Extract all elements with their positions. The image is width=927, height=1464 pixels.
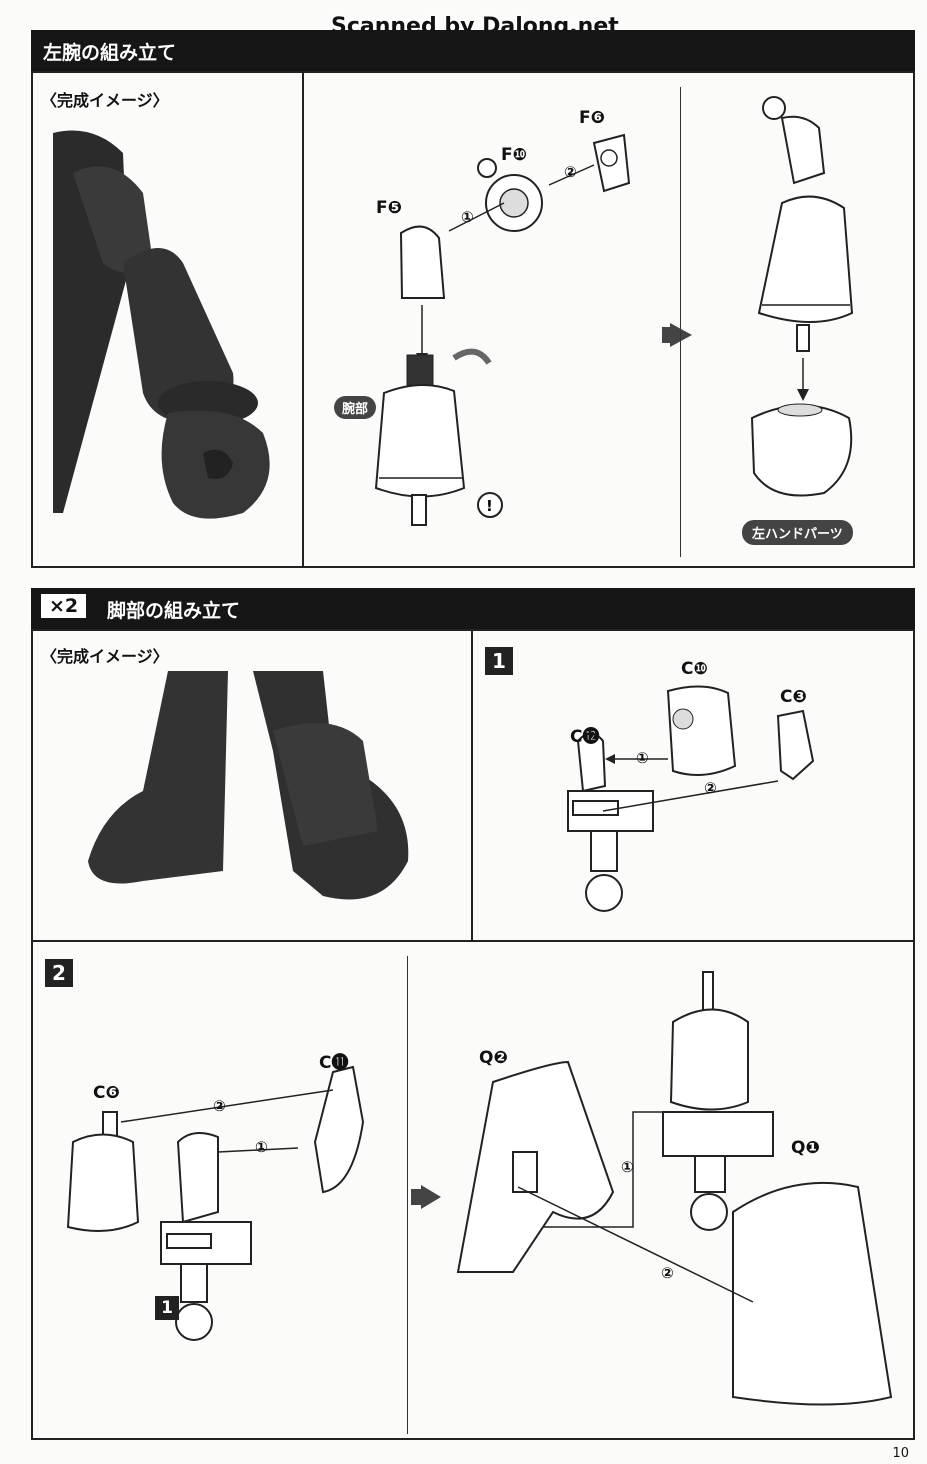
part-label-c3: C❸ — [780, 687, 807, 707]
finished-image-label: 〈完成イメージ〉 — [41, 647, 169, 666]
left-hand-part-label: 左ハンドパーツ — [742, 520, 853, 545]
part-label-f5: F❺ — [376, 198, 403, 218]
part-label-f10: F❿ — [501, 145, 528, 165]
finished-legs-panel: 〈完成イメージ〉 — [31, 629, 473, 942]
step-marker-1: ① — [636, 749, 649, 767]
step-marker-2: ② — [564, 163, 577, 181]
part-label-c10: C❿ — [681, 659, 708, 679]
multiplier-badge: ×2 — [41, 594, 87, 618]
part-label-q1: Q❶ — [791, 1138, 820, 1158]
step-divider — [680, 87, 681, 557]
sub-assembly-ref: 1 — [155, 1296, 179, 1320]
part-label-c11: C⓫ — [319, 1053, 349, 1073]
finished-arm-illustration — [53, 130, 270, 519]
left-arm-assembly-panel: ! F❻ F❿ F❺ ① ② 腕部 左ハンドパーツ — [302, 71, 915, 568]
section-header-left-arm: 左腕の組み立て — [31, 30, 915, 72]
step-number-2: 2 — [45, 959, 73, 987]
step-marker-1: ① — [621, 1158, 634, 1176]
leg-step2-panel: 2 C❻ C⓫ ② ① 1 Q❷ Q❶ — [31, 940, 915, 1440]
arm-part-label: 腕部 — [334, 396, 377, 419]
step-marker-2: ② — [704, 779, 717, 797]
finished-legs-illustration — [88, 671, 409, 900]
finished-image-panel: 〈完成イメージ〉 — [31, 71, 304, 568]
step-divider — [407, 956, 408, 1434]
part-label-c12: C⓬ — [570, 727, 600, 747]
step-marker-2: ② — [661, 1264, 674, 1282]
leg-step2-diagram — [66, 971, 893, 1406]
part-label-q2: Q❷ — [479, 1048, 508, 1068]
part-label-f6: F❻ — [579, 108, 606, 128]
step-marker-1: ① — [461, 208, 474, 226]
page-number: 10 — [892, 1446, 909, 1461]
step-marker-1: ① — [255, 1138, 268, 1156]
step-marker-2: ② — [213, 1097, 226, 1115]
section-header-legs: ×2 脚部の組み立て — [31, 588, 915, 630]
finished-image-label: 〈完成イメージ〉 — [41, 91, 169, 110]
leg-step1-panel: 1 C❿ C❸ C⓬ ① ② — [471, 629, 915, 942]
part-label-c6: C❻ — [93, 1083, 120, 1103]
arm-assembly-diagram: ! — [374, 96, 854, 526]
svg-text:!: ! — [486, 497, 493, 515]
section-title: 脚部の組み立て — [107, 600, 241, 622]
leg-step1-diagram — [567, 685, 815, 912]
section-title: 左腕の組み立て — [43, 42, 177, 64]
step-number-1: 1 — [485, 647, 513, 675]
